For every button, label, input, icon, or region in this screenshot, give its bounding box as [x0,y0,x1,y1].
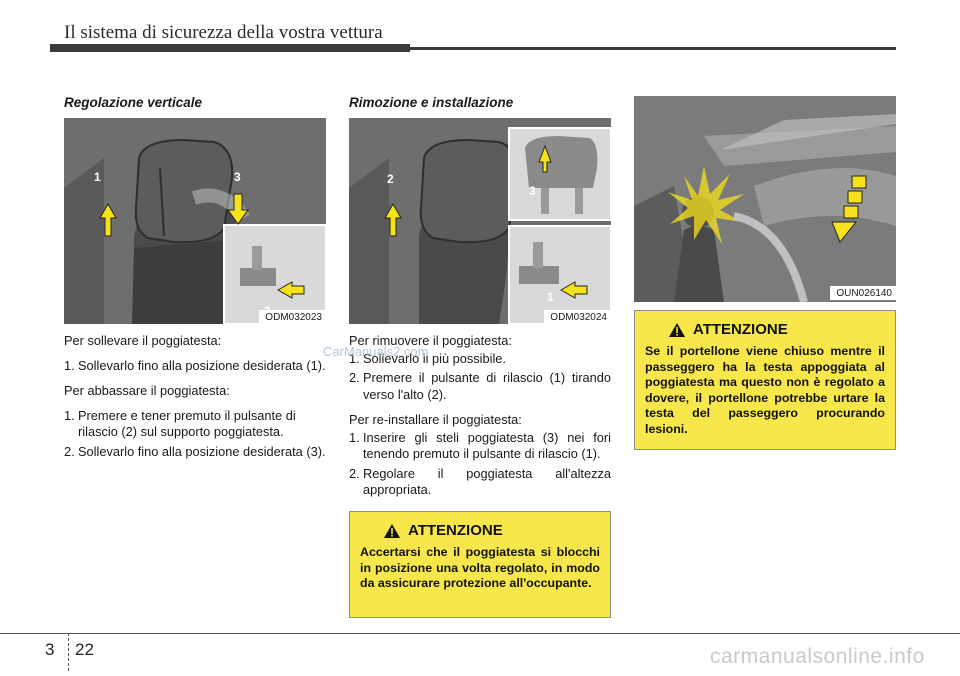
warning-triangle-icon [384,523,400,538]
footer-divider [68,633,69,671]
figure-vertical-adjustment: 1 2 3 ODM032023 [64,118,326,324]
callout-1: 1 [547,290,554,304]
reinstall-step-1: 1. Inserire gli steli poggiatesta (3) ne… [349,429,611,462]
raise-step-1: 1. Sollevarlo fino alla posizione deside… [64,357,326,373]
warning-text: Accertarsi che il poggiatesta si blocchi… [360,545,600,590]
watermark-text: CarManuals2.com [323,344,429,359]
figure-tailgate-head-impact: OUN026140 [634,96,896,302]
callout-1: 1 [94,170,101,184]
remove-step-2: 2. Premere il pulsante di rilascio (1) t… [349,370,611,402]
left-text-block: Per sollevare il poggiatesta: 1. Solleva… [64,333,326,463]
warning-box-headrest-lock: ATTENZIONE Accertarsi che il poggiatesta… [349,511,611,618]
warning-header: ATTENZIONE [645,321,885,338]
warning-triangle-icon [669,322,685,337]
warning-title: ATTENZIONE [408,522,503,539]
heading-vertical-adjustment: Regolazione verticale [64,95,203,110]
lower-step-1: 1. Premere e tener premuto il pulsante d… [64,407,296,440]
page-header-title: Il sistema di sicurezza della vostra vet… [64,22,383,43]
headrest-illustration-2 [349,118,611,324]
lower-step-2: 2. Sollevarlo fino alla posizione deside… [64,443,326,459]
heading-removal-installation: Rimozione e installazione [349,95,514,110]
brand-watermark: carmanualsonline.info [710,645,925,668]
figure-removal-installation: 1 2 3 ODM032024 [349,118,611,324]
warning-title: ATTENZIONE [693,321,788,338]
figure-code-oun026140: OUN026140 [830,286,896,300]
warning-box-tailgate: ATTENZIONE Se il portellone viene chiuso… [634,310,896,450]
remove-step-1: 1. Sollevarlo il più possibile. [349,350,506,366]
warning-header: ATTENZIONE [360,522,600,539]
middle-text-block: Per rimuovere il poggiatesta: 1. Solleva… [349,333,611,502]
header-rule [50,47,896,50]
figure-code-odm032024: ODM032024 [544,310,611,324]
raise-intro: Per sollevare il poggiatesta: [64,333,222,348]
header-bar [50,44,410,52]
headrest-illustration-1 [64,118,326,324]
callout-3: 3 [529,184,536,198]
footer-rule [0,633,960,634]
warning-text: Se il portellone viene chiuso mentre il … [645,344,885,436]
remove-intro: Per rimuovere il poggiatesta: [349,333,512,348]
section-number: 3 [45,640,55,659]
reinstall-intro: Per re-installare il poggiatesta: [349,412,522,427]
page-number: 22 [75,640,94,659]
tailgate-illustration [634,96,896,302]
callout-2: 2 [387,172,394,186]
lower-intro: Per abbassare il poggiatesta: [64,383,230,398]
figure-code-odm032023: ODM032023 [259,310,326,324]
reinstall-step-2: 2. Regolare il poggiatesta all'altezza a… [349,465,611,498]
callout-3: 3 [234,170,241,184]
